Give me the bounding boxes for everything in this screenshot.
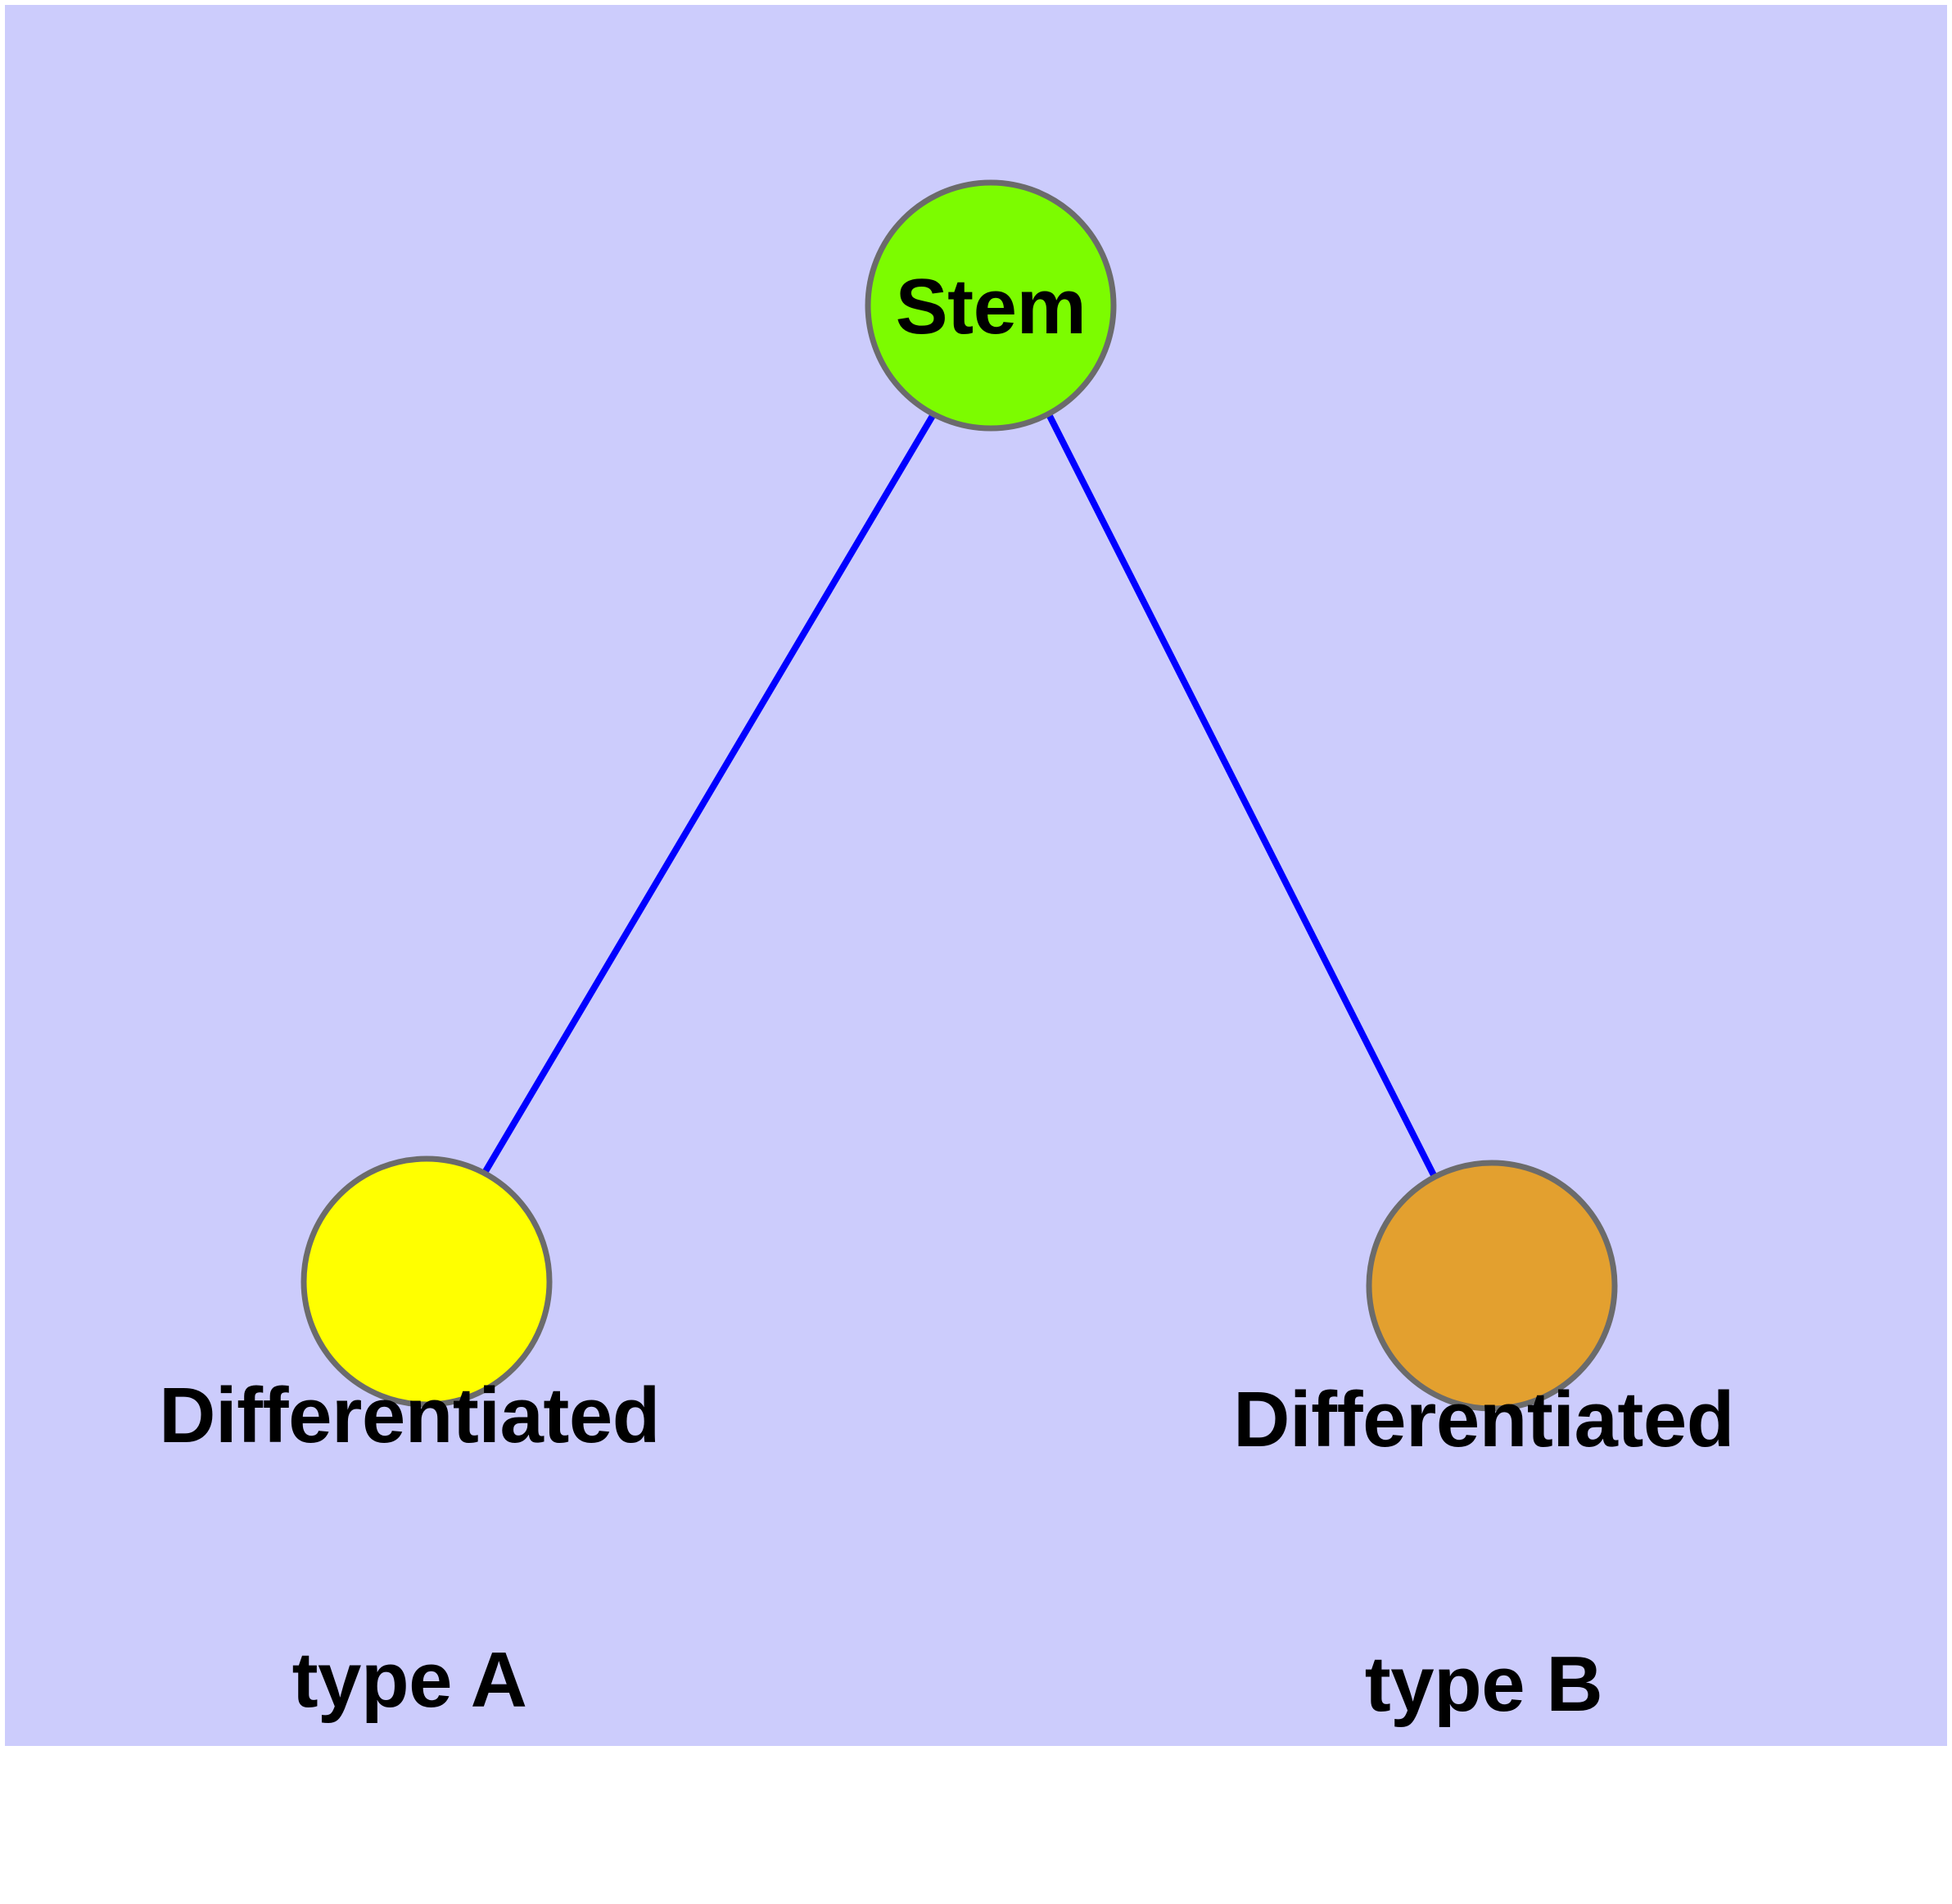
diagram-canvas: Stem Differentiated type A Differentiate… bbox=[5, 5, 1947, 1746]
node-circle-stem[interactable] bbox=[865, 179, 1117, 432]
graph-svg bbox=[300, 179, 1618, 1412]
node-circle-diff-a[interactable] bbox=[300, 1156, 553, 1408]
node-circle-diff-b[interactable] bbox=[1366, 1160, 1618, 1412]
edges-layer bbox=[481, 412, 1438, 1178]
edge-stem-to-diff-b bbox=[1046, 413, 1438, 1178]
nodes-layer bbox=[300, 179, 1618, 1412]
edge-stem-to-diff-a bbox=[481, 412, 937, 1175]
